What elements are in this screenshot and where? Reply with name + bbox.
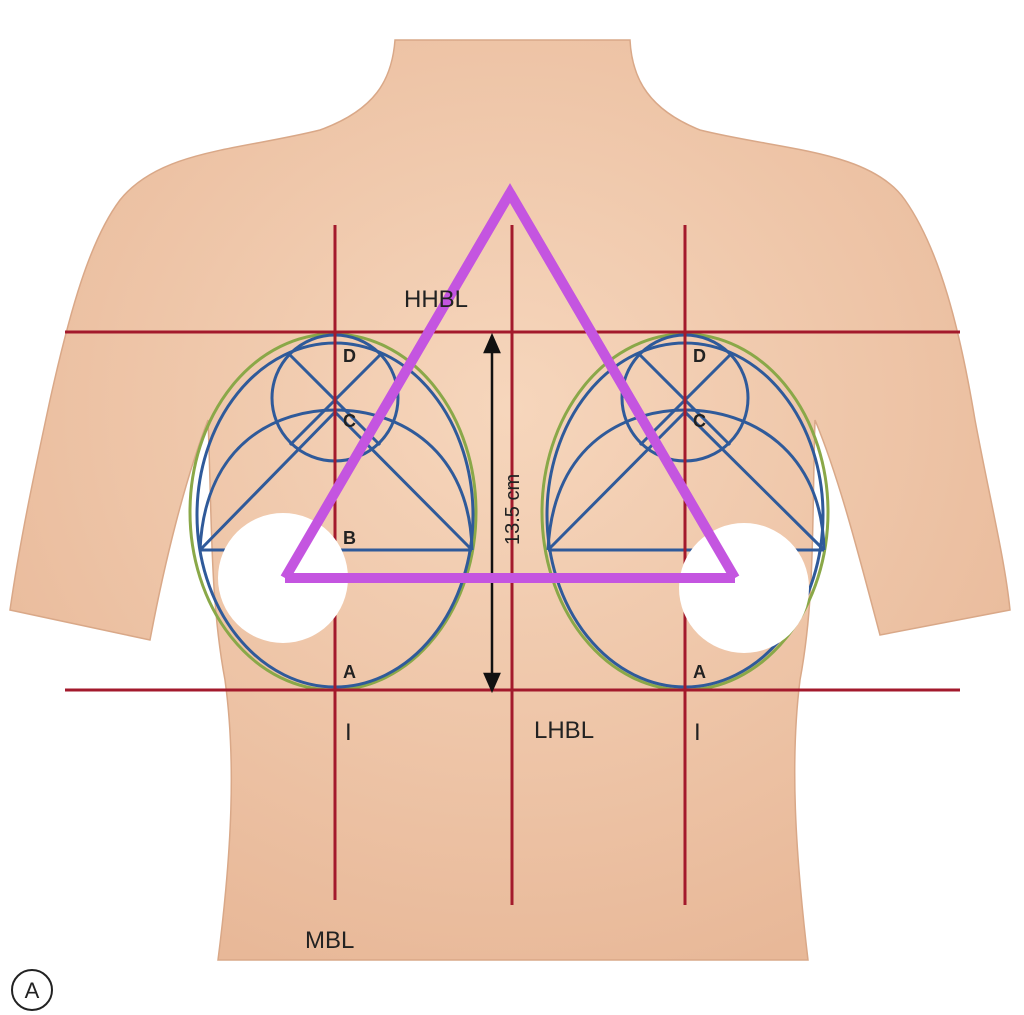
left-point-a: A bbox=[343, 662, 356, 682]
left-point-c: C bbox=[343, 411, 356, 431]
triangle-left-edge bbox=[280, 190, 515, 581]
left-point-b: B bbox=[343, 528, 356, 548]
right-point-a: A bbox=[693, 662, 706, 682]
lhbl-label: LHBL bbox=[534, 717, 594, 744]
left-point-d: D bbox=[343, 346, 356, 366]
figure-letter: A bbox=[25, 978, 40, 1003]
left-point-i: I bbox=[345, 719, 352, 746]
right-point-i: I bbox=[694, 719, 701, 746]
right-point-c: C bbox=[693, 411, 706, 431]
right-point-d: D bbox=[693, 346, 706, 366]
mbl-label: MBL bbox=[305, 927, 354, 954]
torso-silhouette bbox=[9, 39, 1011, 961]
measurement-arrow bbox=[483, 332, 501, 694]
figure-letter-circle bbox=[11, 969, 53, 1011]
left-nipple-mask bbox=[218, 513, 348, 643]
measurement-label: 13.5 cm bbox=[502, 474, 524, 545]
hhbl-label: HHBL bbox=[404, 286, 468, 313]
triangle-right-edge bbox=[505, 190, 740, 581]
right-nipple-mask bbox=[679, 523, 809, 653]
